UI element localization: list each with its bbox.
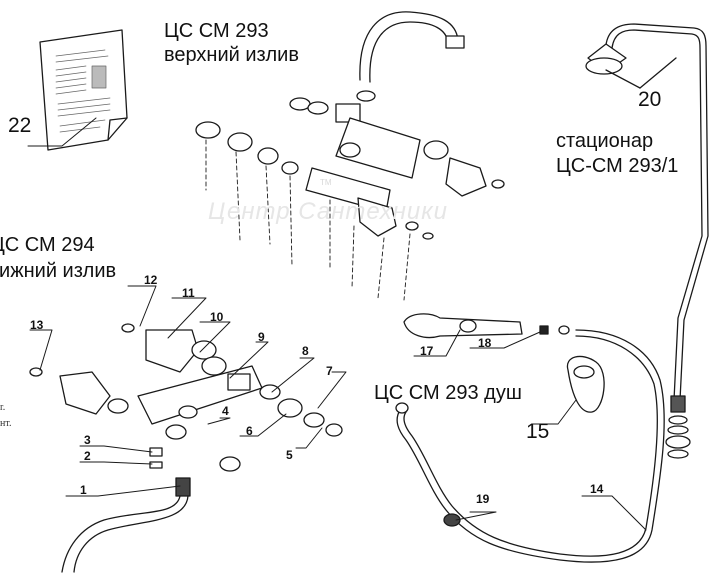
shower-column	[585, 23, 709, 459]
leaflet	[39, 29, 128, 151]
watermark-tm: TM	[320, 178, 332, 187]
left-model-desc: нижний излив	[0, 260, 117, 282]
hand-shower	[403, 313, 570, 339]
callout-7: 7	[326, 364, 333, 378]
callout-9: 9	[258, 330, 265, 344]
callout-15: 15	[526, 420, 550, 443]
shower-model-title: ЦС СМ 293 душ	[374, 382, 522, 404]
wall-holder	[566, 355, 605, 413]
callout-13: 13	[30, 318, 44, 332]
edge-text-1: r.	[0, 402, 6, 413]
callout-19: 19	[476, 492, 490, 506]
leader-lines	[27, 117, 647, 531]
callout-20: 20	[638, 88, 662, 111]
callout-5: 5	[286, 448, 293, 462]
stationary-desc: стационар	[556, 130, 654, 152]
top-mixer	[195, 11, 505, 301]
callout-10: 10	[210, 310, 224, 324]
stationary-model: ЦС-СМ 293/1	[556, 155, 679, 177]
callout-18: 18	[478, 336, 492, 350]
callout-2: 2	[84, 449, 91, 463]
edge-text-2: нт.	[0, 418, 12, 429]
callout-3: 3	[84, 433, 91, 447]
callout-1: 1	[80, 483, 87, 497]
callout-14: 14	[590, 482, 604, 496]
callout-12: 12	[144, 273, 158, 287]
callout-4: 4	[222, 404, 229, 418]
top-model-desc: верхний излив	[164, 44, 299, 66]
watermark: Центр Сантехники	[208, 198, 448, 225]
callout-17: 17	[420, 344, 434, 358]
left-model-title: ЦС СМ 294	[0, 234, 95, 256]
callout-11: 11	[182, 286, 195, 300]
shower-hose	[395, 329, 665, 563]
callout-6: 6	[246, 424, 253, 438]
top-model-title: ЦС СМ 293	[164, 20, 269, 42]
left-mixer	[29, 323, 343, 573]
callout-22: 22	[8, 114, 32, 137]
callout-8: 8	[302, 344, 309, 358]
